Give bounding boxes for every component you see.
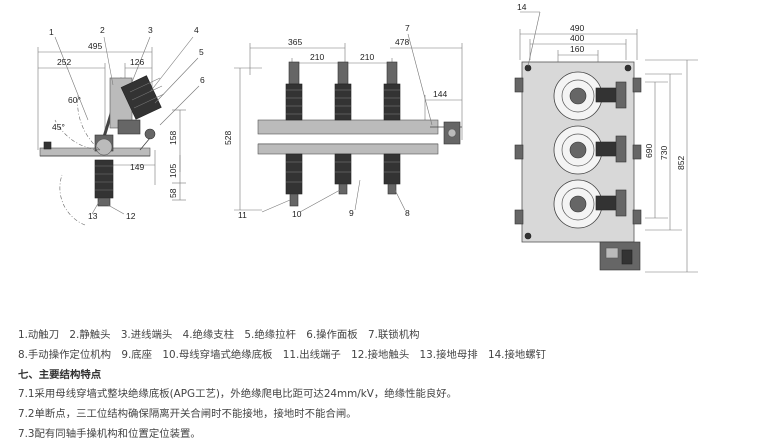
legend-and-notes: 1.动触刀 2.静触头 3.进线端头 4.绝缘支柱 5.绝缘拉杆 6.操作面板 … <box>18 326 768 445</box>
legend-item: 3.进线端头 <box>120 329 173 341</box>
angle-45: 45° <box>52 122 65 132</box>
section-item-3: 7.3配有同轴手操机构和位置定位装置。 <box>18 427 201 440</box>
dim-160: 160 <box>570 44 584 54</box>
dim-252: 252 <box>57 57 71 67</box>
callout-4: 4 <box>194 25 199 35</box>
legend-item: 9.底座 <box>121 348 153 361</box>
angle-60: 60° <box>68 95 81 105</box>
callout-9: 9 <box>349 208 354 218</box>
legend-item: 8.手动操作定位机构 <box>18 348 112 361</box>
legend-item: 11.出线端子 <box>282 348 341 361</box>
section-heading: 七、主要结构特点 <box>18 368 102 381</box>
callout-5: 5 <box>199 47 204 57</box>
callout-6: 6 <box>200 75 205 85</box>
legend-item: 7.联锁机构 <box>368 329 420 341</box>
callout-11: 11 <box>238 210 247 220</box>
callout-12: 12 <box>126 211 136 221</box>
pole-3 <box>383 61 401 195</box>
technical-drawing: 1 2 3 4 5 6 12 13 495 252 126 158 149 10… <box>37 2 698 273</box>
dim-210-b: 210 <box>360 52 374 62</box>
dim-158: 158 <box>168 131 178 145</box>
section-item-2: 7.2单断点，三工位结构确保隔离开关合闸时不能接地，接地时不能合闸。 <box>18 408 357 421</box>
pole-2 <box>334 61 352 195</box>
rear-insulator-3 <box>553 179 627 229</box>
legend-item: 13.接地母排 <box>419 348 478 361</box>
dim-126: 126 <box>130 57 144 67</box>
side-view: 1 2 3 4 5 6 12 13 495 252 126 158 149 10… <box>37 25 205 226</box>
dim-730: 730 <box>659 146 669 160</box>
callout-10: 10 <box>292 209 302 219</box>
dim-400: 400 <box>570 33 584 43</box>
legend-item: 6.操作面板 <box>306 329 358 341</box>
rear-insulator-1 <box>553 71 627 121</box>
rear-view: 14 490 400 160 690 730 852 <box>514 2 698 273</box>
legend-item: 1.动触刀 <box>18 329 60 341</box>
pole-1 <box>285 61 303 207</box>
callout-14: 14 <box>517 2 527 12</box>
legend-row-2: 8.手动操作定位机构 9.底座 10.母线穿墙式绝缘底板 11.出线端子 12.… <box>18 346 768 366</box>
dim-478: 478 <box>395 37 409 47</box>
dim-490: 490 <box>570 23 584 33</box>
dim-528: 528 <box>223 131 233 145</box>
dim-365: 365 <box>288 37 302 47</box>
dim-852: 852 <box>676 156 686 170</box>
legend-row-1: 1.动触刀 2.静触头 3.进线端头 4.绝缘支柱 5.绝缘拉杆 6.操作面板 … <box>18 326 768 346</box>
legend-item: 10.母线穿墙式绝缘底板 <box>162 348 273 361</box>
dim-58: 58 <box>168 188 178 198</box>
callout-2: 2 <box>100 25 105 35</box>
dim-690: 690 <box>644 144 654 158</box>
legend-item: 14.接地螺钉 <box>487 348 547 361</box>
callout-7: 7 <box>405 23 410 33</box>
dim-495: 495 <box>88 41 102 51</box>
dim-210-a: 210 <box>310 52 324 62</box>
front-view: 11 10 9 8 7 365 478 210 210 144 528 <box>223 23 463 220</box>
legend-item: 2.静触头 <box>69 329 111 341</box>
section-item-1: 7.1采用母线穿墙式整块绝缘底板(APG工艺)，外绝缘爬电比距可达24mm/kV… <box>18 388 458 401</box>
legend-item: 4.绝缘支柱 <box>182 329 235 341</box>
dim-149: 149 <box>130 162 144 172</box>
callout-8: 8 <box>405 208 410 218</box>
rear-insulator-2 <box>553 125 627 175</box>
legend-item: 5.绝缘拉杆 <box>244 329 296 341</box>
legend-item: 12.接地触头 <box>351 348 410 361</box>
dim-144: 144 <box>433 89 447 99</box>
callout-3: 3 <box>148 25 153 35</box>
callout-1: 1 <box>49 27 54 37</box>
callout-13: 13 <box>88 211 98 221</box>
dim-105: 105 <box>168 164 178 178</box>
